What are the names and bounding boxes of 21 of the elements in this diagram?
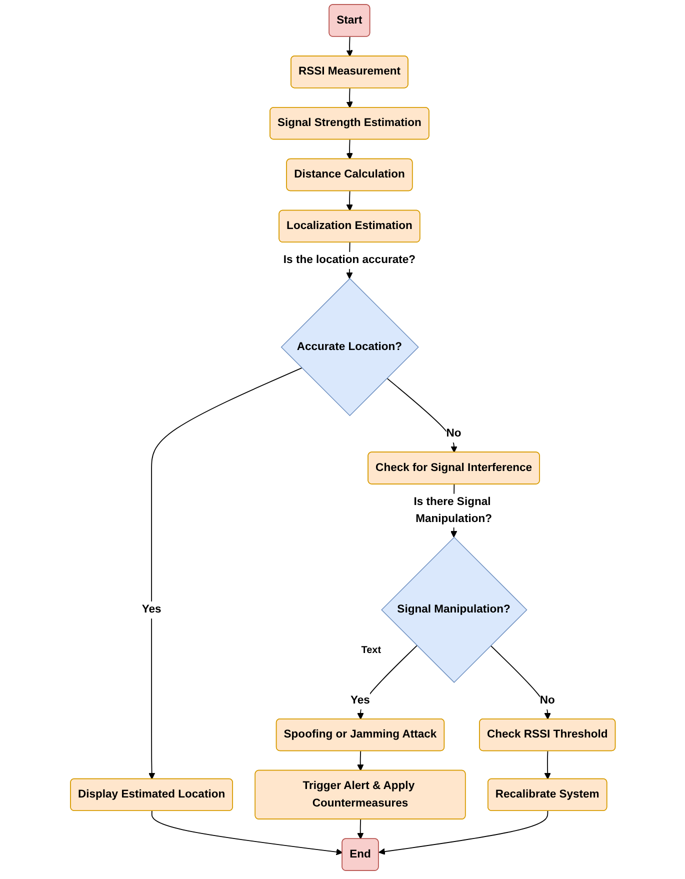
arrow — [148, 368, 302, 780]
edge-label: No — [539, 694, 554, 706]
arrow — [346, 88, 353, 108]
edge-label: Is there Signal Manipulation? — [413, 495, 492, 525]
node-diamond: Accurate Location? — [280, 278, 418, 416]
arrow — [346, 36, 353, 57]
arrow — [356, 818, 364, 840]
arrow — [386, 378, 457, 453]
arrow — [151, 810, 342, 856]
edge-label: Yes — [141, 602, 161, 616]
arrow — [356, 750, 364, 771]
arrow — [544, 750, 551, 780]
edge-label: Is the location accurate? — [283, 253, 416, 266]
edge-label: No — [446, 426, 461, 440]
edge-label: Yes — [350, 694, 370, 706]
note-text: Text — [361, 644, 382, 656]
arrow — [346, 190, 353, 211]
arrow — [346, 139, 353, 160]
arrow — [378, 810, 548, 855]
arrow — [490, 645, 551, 720]
node-diamond: Signal Manipulation? — [380, 536, 527, 683]
